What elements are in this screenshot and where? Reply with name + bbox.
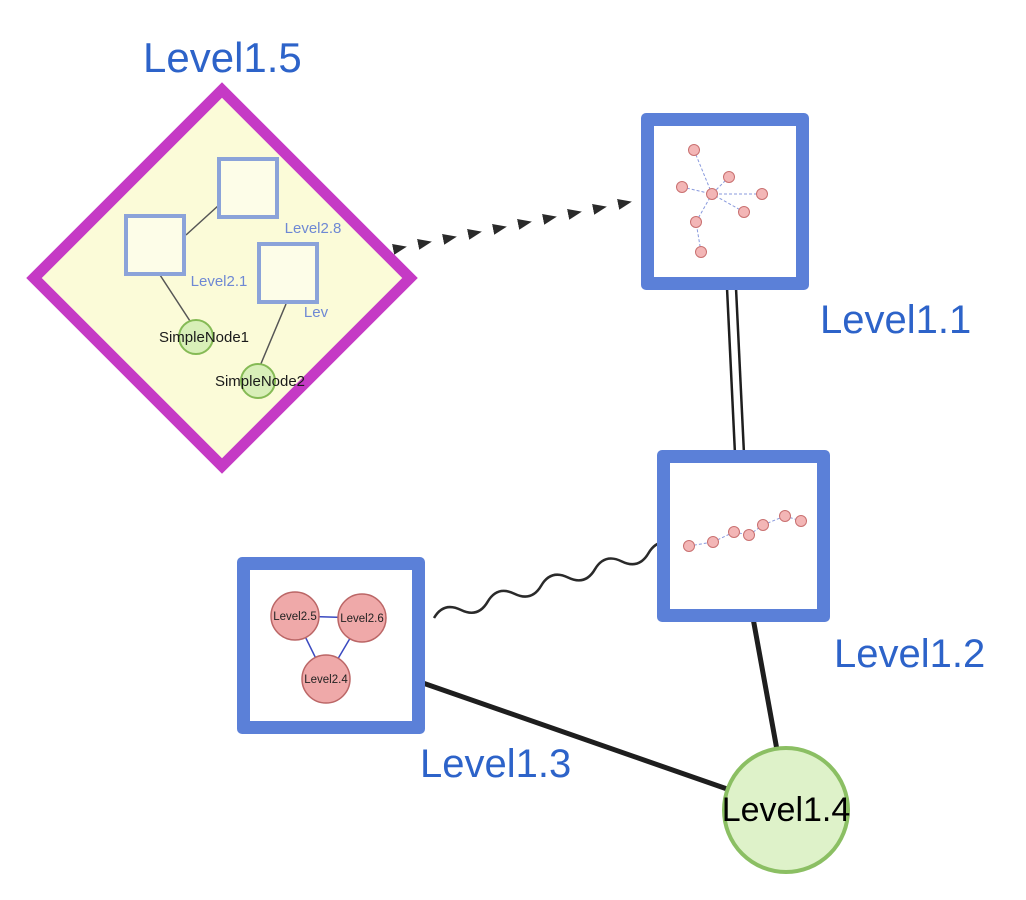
- node-level12-label: Level1.2: [834, 632, 986, 676]
- node-level13-label: Level1.3: [420, 742, 572, 786]
- node-level15-label: Level1.5: [143, 34, 302, 81]
- node-level14-label: Level1.4: [721, 790, 851, 829]
- node-level11-label: Level1.1: [820, 298, 972, 342]
- node-level13-box[interactable]: [237, 557, 425, 734]
- edge-level15-level11[interactable]: [392, 193, 657, 255]
- node-level11-box[interactable]: [641, 113, 809, 290]
- node-level12-box[interactable]: [657, 450, 830, 622]
- node-level14[interactable]: Level1.4: [722, 746, 850, 874]
- node-level15-diamond[interactable]: [26, 82, 418, 474]
- edge-level13-level12[interactable]: [432, 539, 677, 624]
- edge-level13-level14[interactable]: [417, 679, 733, 793]
- edge-level11-level12[interactable]: [725, 287, 746, 455]
- edge-level12-level14[interactable]: [750, 615, 780, 753]
